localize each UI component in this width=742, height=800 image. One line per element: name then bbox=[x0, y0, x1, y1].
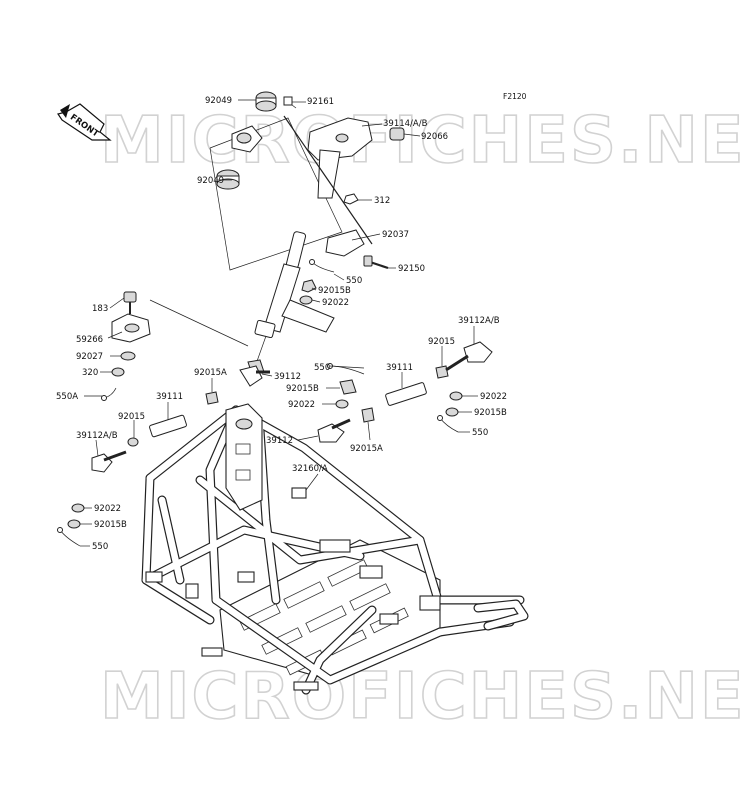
label-550-right: 550 bbox=[472, 428, 488, 438]
frame-assembly bbox=[141, 403, 529, 695]
label-92015B-mid: 92015B bbox=[286, 384, 319, 394]
label-92015-left: 92015 bbox=[118, 412, 145, 422]
label-92015A-lower: 92015A bbox=[350, 444, 383, 454]
label-59266: 59266 bbox=[76, 335, 103, 345]
label-92049-bottom: 92049 bbox=[197, 176, 224, 186]
label-32160: 32160/A bbox=[292, 464, 328, 474]
tie-rod-left-group bbox=[57, 391, 219, 547]
label-550-low: 550 bbox=[92, 542, 108, 552]
tie-rod-right-group bbox=[317, 341, 493, 443]
leader-lines bbox=[80, 99, 478, 547]
label-92015B-right: 92015B bbox=[474, 408, 507, 418]
steering-shaft bbox=[247, 231, 335, 375]
label-92015A-left: 92015A bbox=[194, 368, 227, 378]
label-320: 320 bbox=[82, 368, 98, 378]
label-39112-lower: 39112 bbox=[266, 436, 293, 446]
steering-bearing-group bbox=[101, 291, 249, 401]
label-39111-right: 39111 bbox=[386, 363, 413, 373]
label-92022-mid: 92022 bbox=[288, 400, 315, 410]
label-92150: 92150 bbox=[398, 264, 425, 274]
watermark-bottom: MICROFICHES.NET bbox=[100, 660, 742, 734]
label-92066: 92066 bbox=[421, 132, 448, 142]
label-550-top: 550 bbox=[346, 276, 362, 286]
label-92022-top: 92022 bbox=[322, 298, 349, 308]
label-39112-center: 39112 bbox=[274, 372, 301, 382]
label-312: 312 bbox=[374, 196, 390, 206]
part-labels: 92049 92161 39114/A/B 92066 92049 312 92… bbox=[56, 96, 507, 552]
figure-id: F2120 bbox=[503, 92, 527, 101]
label-92022-low: 92022 bbox=[94, 504, 121, 514]
label-92037: 92037 bbox=[382, 230, 409, 240]
tie-rod-center-group bbox=[239, 363, 365, 409]
label-39112AB-left: 39112A/B bbox=[76, 431, 118, 441]
label-92015-right: 92015 bbox=[428, 337, 455, 347]
label-550-mid: 550 bbox=[314, 363, 330, 373]
label-183: 183 bbox=[92, 304, 108, 314]
label-92022-right: 92022 bbox=[480, 392, 507, 402]
label-92015B-low: 92015B bbox=[94, 520, 127, 530]
label-92027: 92027 bbox=[76, 352, 103, 362]
label-550A: 550A bbox=[56, 392, 78, 402]
label-39111-left: 39111 bbox=[156, 392, 183, 402]
label-39114: 39114/A/B bbox=[383, 119, 428, 129]
label-39112AB-right: 39112A/B bbox=[458, 316, 500, 326]
label-92015B-top: 92015B bbox=[318, 286, 351, 296]
watermark-top: MICROFICHES.NET bbox=[100, 104, 742, 178]
label-92161: 92161 bbox=[307, 97, 334, 107]
label-92049-top: 92049 bbox=[205, 96, 232, 106]
